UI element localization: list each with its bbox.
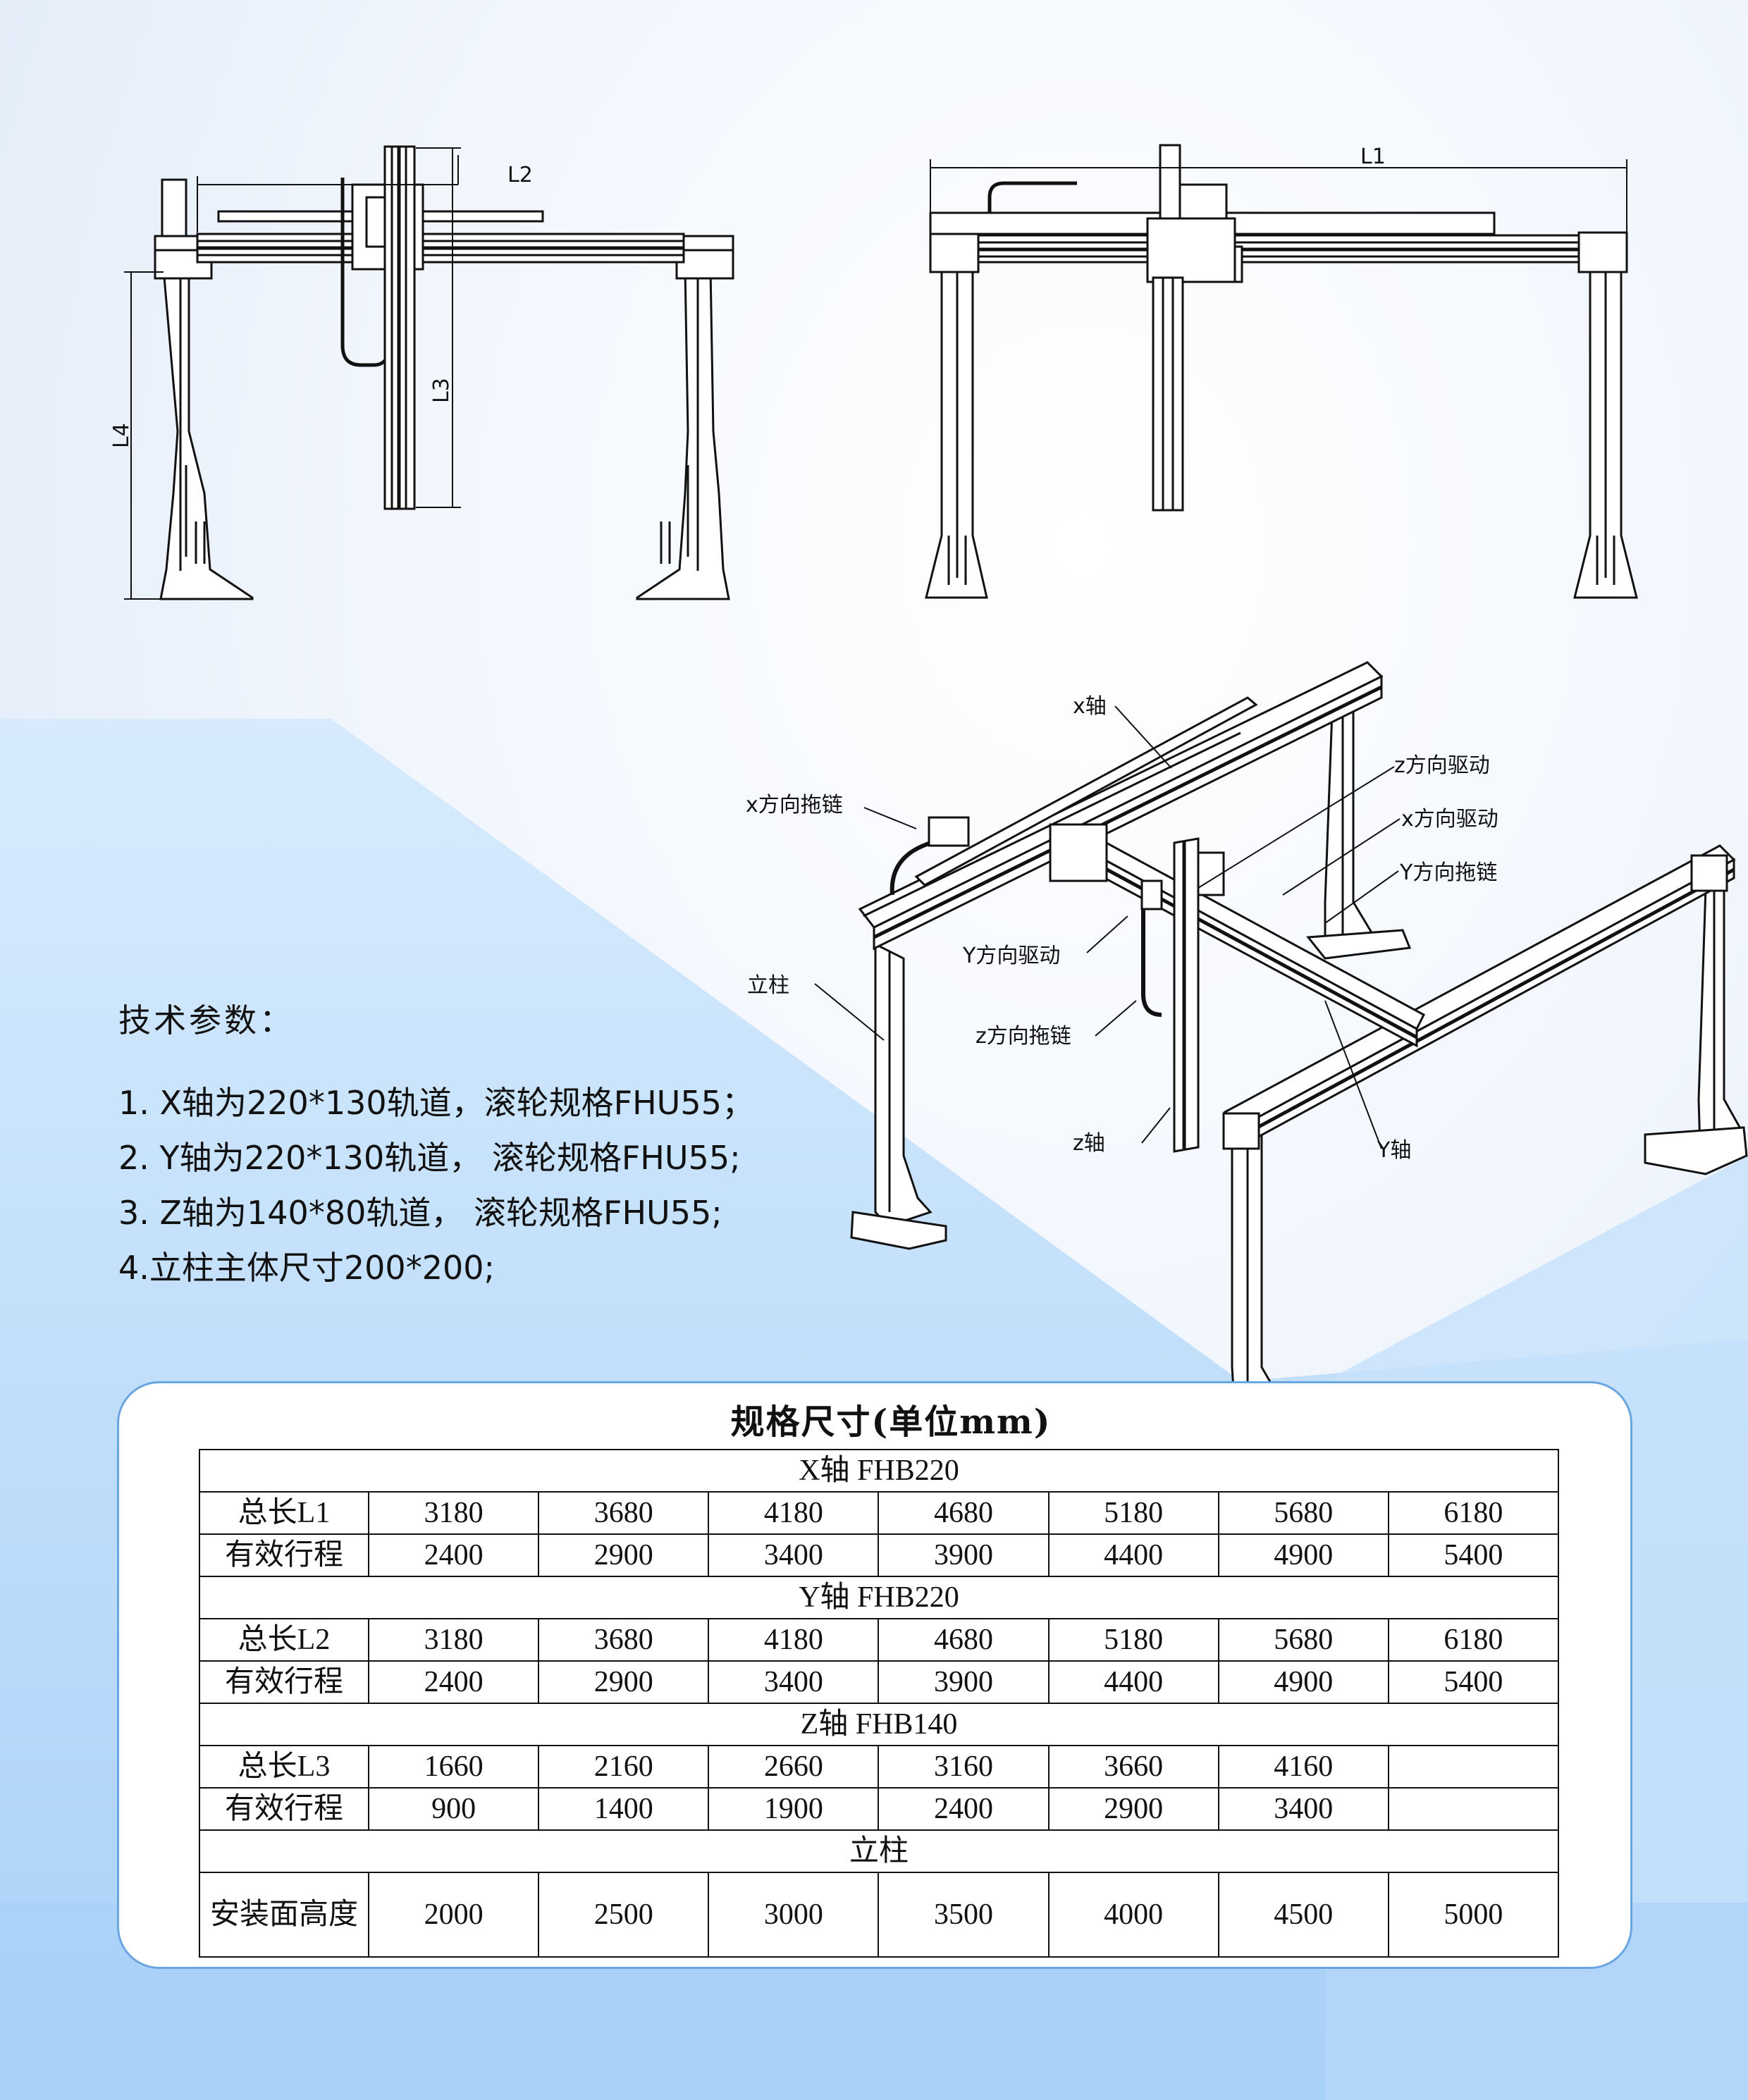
table-cell [1387, 1745, 1560, 1789]
table-cell: 3180 [367, 1618, 540, 1662]
table-row: 总长L1 3180 3680 4180 4680 5180 5680 6180 [199, 1491, 1560, 1535]
table-row: 有效行程 2400 2900 3400 3900 4400 4900 5400 [199, 1533, 1560, 1577]
table-cell: 3500 [878, 1872, 1050, 1958]
table-cell: 1660 [367, 1745, 540, 1789]
callout-x-axis: x轴 [1073, 694, 1107, 719]
table-cell [1387, 1787, 1560, 1831]
table-cell: 3400 [1217, 1787, 1389, 1831]
table-row: 有效行程 2400 2900 3400 3900 4400 4900 5400 [199, 1660, 1560, 1704]
table-cell: 3000 [708, 1872, 880, 1958]
table-cell: 5180 [1047, 1491, 1219, 1535]
side-view-drawing [925, 144, 1638, 599]
table-row: 有效行程 900 1400 1900 2400 2900 3400 [199, 1787, 1560, 1831]
table-cell: 2900 [1047, 1787, 1219, 1831]
tech-item-1: 1. X轴为220*130轨道，滚轮规格FHU55； [118, 1084, 754, 1122]
table-cell: 2500 [538, 1872, 710, 1958]
section-title: 立柱 [199, 1829, 1559, 1873]
table-cell: 3900 [878, 1660, 1050, 1704]
row-label: 有效行程 [199, 1660, 369, 1704]
table-cell: 2400 [367, 1533, 540, 1577]
table-cell: 900 [367, 1787, 540, 1831]
row-label: 总长L1 [199, 1491, 369, 1535]
table-cell: 3400 [708, 1660, 880, 1704]
section-title: Z轴 FHB140 [199, 1703, 1559, 1746]
section-title: X轴 FHB220 [199, 1449, 1559, 1493]
table-cell: 6180 [1387, 1491, 1560, 1535]
table-cell: 1400 [538, 1787, 710, 1831]
table-cell: 4900 [1217, 1660, 1389, 1704]
table-row: 总长L3 1660 2160 2660 3160 3660 4160 [199, 1745, 1560, 1789]
callout-y-drive: Y方向驱动 [962, 944, 1060, 968]
tech-params: 技术参数： 1. X轴为220*130轨道，滚轮规格FHU55； 2. Y轴为2… [118, 995, 908, 1295]
table-row: 总长L2 3180 3680 4180 4680 5180 5680 6180 [199, 1618, 1560, 1662]
spec-title: 规格尺寸(单位mm) [730, 1402, 1052, 1442]
callout-column: 立柱 [747, 973, 789, 998]
spec-section-column: 立柱 [199, 1829, 1559, 1873]
callout-z-drive: z方向驱动 [1394, 753, 1490, 778]
row-label: 总长L2 [199, 1618, 369, 1662]
table-cell: 2400 [367, 1660, 540, 1704]
spec-section-y: Y轴 FHB220 [199, 1576, 1559, 1619]
isometric-drawing [850, 661, 1748, 1446]
table-cell: 4680 [878, 1618, 1050, 1662]
spec-table: X轴 FHB220 总长L1 3180 3680 4180 4680 5180 … [199, 1449, 1560, 1958]
dim-label-l3: L3 [429, 378, 454, 403]
table-cell: 5680 [1217, 1491, 1389, 1535]
table-cell: 5680 [1217, 1618, 1389, 1662]
row-label: 有效行程 [199, 1787, 369, 1831]
callout-z-axis: z轴 [1073, 1131, 1105, 1156]
table-cell: 4180 [708, 1491, 880, 1535]
table-cell: 4180 [708, 1618, 880, 1662]
table-cell: 5400 [1387, 1533, 1560, 1577]
table-cell: 4160 [1217, 1745, 1389, 1789]
row-label: 安装面高度 [199, 1872, 369, 1958]
callout-y-axis: Y轴 [1377, 1138, 1411, 1163]
table-cell: 4000 [1047, 1872, 1219, 1958]
dim-label-l1: L1 [1360, 144, 1386, 169]
front-view-drawing [124, 145, 734, 600]
spec-section-x: X轴 FHB220 [199, 1449, 1559, 1493]
callout-x-chain: x方向拖链 [746, 793, 843, 817]
table-cell: 5400 [1387, 1660, 1560, 1704]
dim-label-l2: L2 [507, 163, 533, 187]
table-cell: 4680 [878, 1491, 1050, 1535]
row-label: 总长L3 [199, 1745, 369, 1789]
tech-item-4: 4.立柱主体尺寸200*200; [118, 1249, 495, 1287]
table-cell: 1900 [708, 1787, 880, 1831]
table-cell: 3400 [708, 1533, 880, 1577]
spec-section-z: Z轴 FHB140 [199, 1703, 1559, 1746]
table-cell: 2400 [878, 1787, 1050, 1831]
callout-leaders [814, 705, 1401, 1149]
table-cell: 4400 [1047, 1533, 1219, 1577]
table-cell: 4500 [1217, 1872, 1389, 1958]
tech-item-2: 2. Y轴为220*130轨道， 滚轮规格FHU55; [118, 1139, 741, 1177]
dim-label-l4: L4 [109, 423, 134, 448]
section-title: Y轴 FHB220 [199, 1576, 1559, 1619]
table-cell: 2900 [538, 1660, 710, 1704]
row-label: 有效行程 [199, 1533, 369, 1577]
table-cell: 3680 [538, 1491, 710, 1535]
callout-z-chain: z方向拖链 [975, 1024, 1071, 1049]
table-cell: 3160 [878, 1745, 1050, 1789]
table-cell: 5180 [1047, 1618, 1219, 1662]
callout-y-chain: Y方向拖链 [1399, 860, 1497, 885]
table-cell: 3180 [367, 1491, 540, 1535]
table-cell: 2900 [538, 1533, 710, 1577]
table-cell: 3680 [538, 1618, 710, 1662]
table-cell: 2160 [538, 1745, 710, 1789]
table-cell: 3900 [878, 1533, 1050, 1577]
tech-item-3: 3. Z轴为140*80轨道， 滚轮规格FHU55; [118, 1194, 722, 1232]
table-cell: 5000 [1387, 1872, 1560, 1958]
table-cell: 3660 [1047, 1745, 1219, 1789]
callout-x-drive: x方向驱动 [1401, 807, 1498, 832]
tech-heading: 技术参数： [118, 1001, 295, 1039]
table-cell: 4900 [1217, 1533, 1389, 1577]
table-cell: 6180 [1387, 1618, 1560, 1662]
table-cell: 4400 [1047, 1660, 1219, 1704]
table-cell: 2000 [367, 1872, 540, 1958]
table-cell: 2660 [708, 1745, 880, 1789]
table-row: 安装面高度 2000 2500 3000 3500 4000 4500 5000 [199, 1872, 1560, 1958]
